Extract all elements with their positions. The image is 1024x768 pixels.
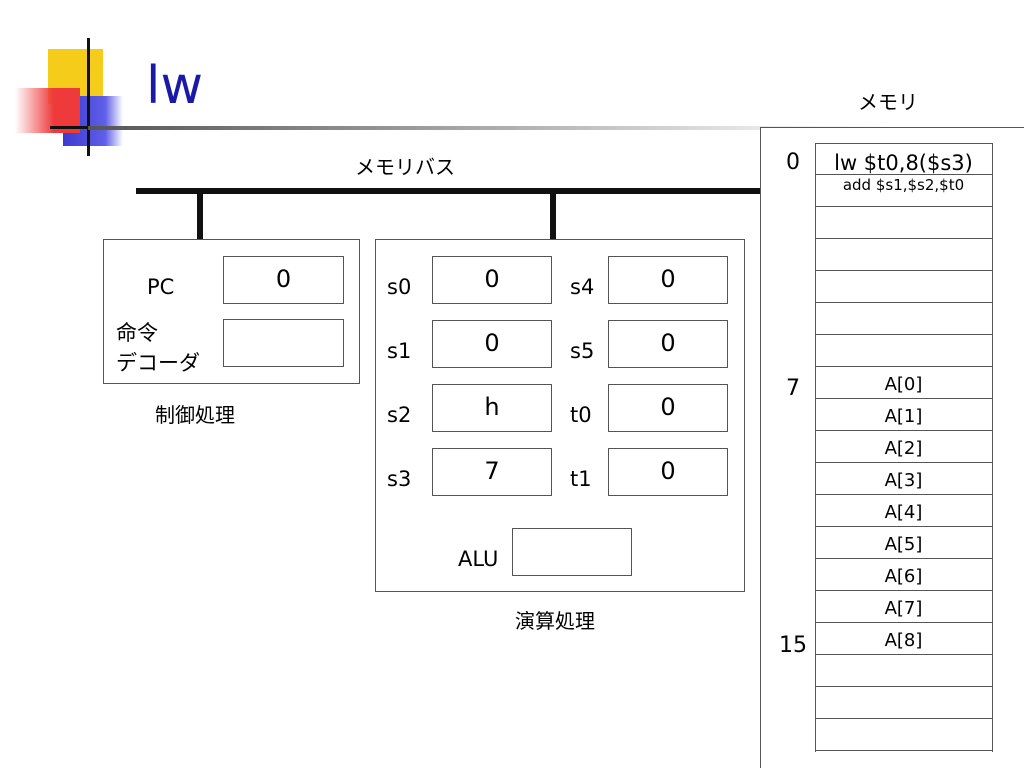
memory-cell-12: A[5]	[815, 527, 992, 559]
register-value-s0: 0	[432, 256, 552, 304]
register-name-s4: s4	[570, 275, 595, 299]
memory-cell-4	[815, 271, 992, 303]
control-caption: 制御処理	[155, 403, 235, 427]
register-name-s0: s0	[387, 275, 412, 299]
decoder-label-line2: デコーダ	[116, 351, 200, 375]
memory-cell-8: A[1]	[815, 399, 992, 431]
logo-horizontal-line	[50, 126, 95, 129]
register-name-s2: s2	[387, 403, 412, 427]
memory-index-15: 15	[779, 633, 807, 658]
register-value-t0: 0	[608, 384, 728, 432]
memory-cell-2	[815, 207, 992, 239]
memory-bus-line	[136, 188, 762, 194]
register-value-s4: 0	[608, 256, 728, 304]
slide-title: lw	[146, 56, 203, 116]
memory-cell-3	[815, 239, 992, 271]
alu-box	[512, 528, 632, 576]
memory-cell-18	[815, 719, 992, 751]
register-name-t1: t1	[570, 467, 592, 491]
instruction-decoder	[223, 319, 344, 367]
memory-cell-1: add $s1,$s2,$t0	[815, 175, 992, 207]
register-name-t0: t0	[570, 403, 592, 427]
logo-vertical-line	[87, 38, 90, 156]
memory-cell-10: A[3]	[815, 463, 992, 495]
memory-cell-9: A[2]	[815, 431, 992, 463]
memory-cell-7: A[0]	[815, 367, 992, 399]
pc-register: 0	[223, 256, 344, 304]
memory-cell-15: A[8]	[815, 623, 992, 655]
memory-index-0: 0	[786, 150, 800, 175]
register-name-s5: s5	[570, 339, 595, 363]
title-underline	[88, 126, 888, 130]
memory-cell-16	[815, 655, 992, 687]
memory-cell-11: A[4]	[815, 495, 992, 527]
compute-caption: 演算処理	[515, 609, 595, 633]
bus-connector-compute	[550, 193, 556, 241]
logo-red-square	[15, 88, 80, 133]
register-value-t1: 0	[608, 448, 728, 496]
register-value-s5: 0	[608, 320, 728, 368]
memory-cell-13: A[6]	[815, 559, 992, 591]
memory-cell-0: lw $t0,8($s3)	[815, 143, 992, 175]
memory-bus-label: メモリバス	[355, 155, 455, 179]
register-name-s3: s3	[387, 467, 412, 491]
register-value-s1: 0	[432, 320, 552, 368]
memory-cell-17	[815, 687, 992, 719]
memory-cell-14: A[7]	[815, 591, 992, 623]
decoder-label-line1: 命令	[116, 321, 158, 345]
memory-label: メモリ	[858, 90, 918, 114]
memory-index-7: 7	[786, 376, 800, 401]
bus-connector-control	[197, 193, 203, 241]
alu-label: ALU	[458, 547, 499, 571]
pc-label: PC	[147, 275, 175, 299]
register-name-s1: s1	[387, 339, 412, 363]
memory-cell-6	[815, 335, 992, 367]
slide-logo	[15, 38, 145, 158]
memory-cell-5	[815, 303, 992, 335]
memory-cells-column	[815, 143, 993, 752]
register-value-s2: h	[432, 384, 552, 432]
register-value-s3: 7	[432, 448, 552, 496]
